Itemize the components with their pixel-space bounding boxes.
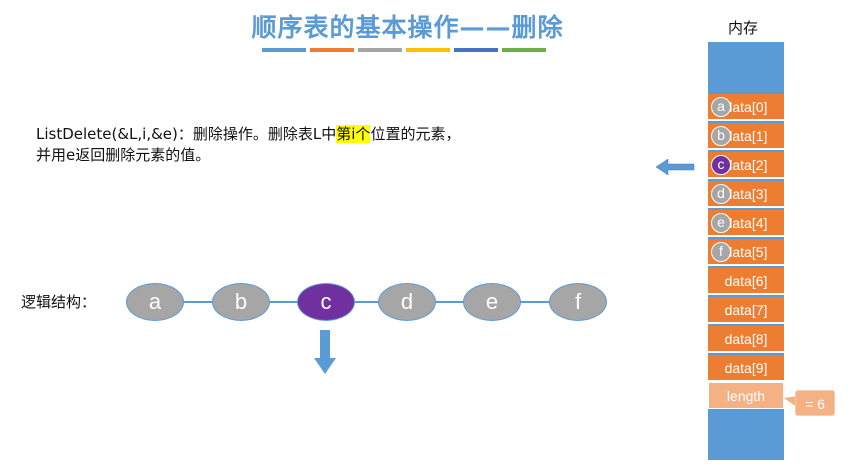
down-arrow-icon (314, 330, 336, 374)
length-value-badge: = 6 (795, 390, 835, 416)
memory-cell-8[interactable]: data[8] (708, 326, 784, 353)
logical-structure-label: 逻辑结构： (21, 293, 97, 311)
left-arrow-icon (656, 158, 695, 176)
title-bar-segment-5 (454, 48, 498, 52)
memory-element-d: d (711, 184, 731, 204)
node-c-selected[interactable]: c (297, 283, 355, 321)
title-bar-segment-2 (310, 48, 354, 52)
node-f[interactable]: f (549, 283, 607, 321)
memory-cell-6[interactable]: data[6] (708, 268, 784, 295)
node-e[interactable]: e (463, 283, 521, 321)
memory-element-c-selected: c (711, 155, 731, 175)
memory-element-e: e (711, 213, 731, 233)
length-callout-pointer (784, 396, 798, 408)
title-bar-segment-3 (358, 48, 402, 52)
node-d[interactable]: d (378, 283, 436, 321)
node-link-line (150, 301, 582, 303)
highlighted-position: 第i个 (336, 125, 371, 143)
length-cell[interactable]: length (708, 382, 784, 409)
memory-cell-9[interactable]: data[9] (708, 355, 784, 382)
memory-element-b: b (711, 126, 731, 146)
description-text: ListDelete(&L,i,&e)：删除操作。删除表L中 (36, 125, 337, 143)
node-a[interactable]: a (126, 283, 184, 321)
operation-description: ListDelete(&L,i,&e)：删除操作。删除表L中第i个位置的元素， … (36, 124, 460, 166)
description-line-2: 并用e返回删除元素的值。 (36, 146, 211, 164)
memory-cell-7[interactable]: data[7] (708, 297, 784, 324)
node-b[interactable]: b (212, 283, 270, 321)
title-bar-segment-6 (502, 48, 546, 52)
page-title: 顺序表的基本操作——删除 (251, 13, 564, 42)
memory-element-f: f (711, 242, 731, 262)
memory-title: 内存 (728, 19, 759, 37)
title-bar-segment-1 (262, 48, 306, 52)
description-text-end: 位置的元素， (370, 125, 461, 143)
memory-element-a: a (711, 97, 731, 117)
title-bar-segment-4 (406, 48, 450, 52)
